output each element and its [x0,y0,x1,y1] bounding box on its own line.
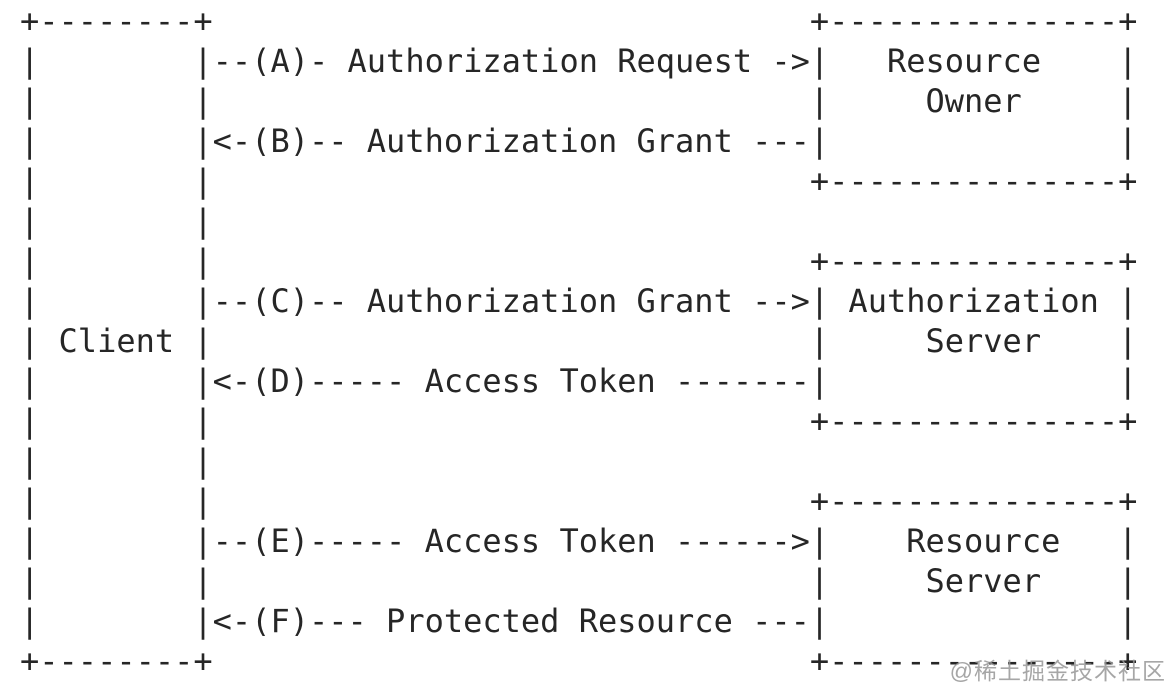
ascii-line-flow-d: | |<-(D)----- Access Token -------| | [20,362,1138,400]
ascii-line: | | [20,442,213,480]
ascii-line: +--------+ +---------------+ [20,2,1138,40]
ascii-art-block: +--------+ +---------------+ | |--(A)- A… [20,1,1137,681]
ascii-line-flow-f: | |<-(F)--- Protected Resource ---| | [20,602,1138,640]
ascii-line: | | [20,202,213,240]
ascii-line: | | +---------------+ [20,242,1138,280]
ascii-line: | | +---------------+ [20,162,1138,200]
ascii-line-resource-owner: | | | Owner | [20,82,1138,120]
ascii-line-client-label: | Client | | Server | [20,322,1138,360]
ascii-line-resource-server: | | | Server | [20,562,1138,600]
ascii-line-flow-e: | |--(E)----- Access Token ------>| Reso… [20,522,1138,560]
ascii-line: +--------+ +---------------+ [20,642,1138,680]
ascii-line: | | +---------------+ [20,402,1138,440]
ascii-line: | | +---------------+ [20,482,1138,520]
ascii-line-flow-c: | |--(C)-- Authorization Grant -->| Auth… [20,282,1138,320]
ascii-line-flow-b: | |<-(B)-- Authorization Grant ---| | [20,122,1138,160]
ascii-line-flow-a: | |--(A)- Authorization Request ->| Reso… [20,42,1138,80]
